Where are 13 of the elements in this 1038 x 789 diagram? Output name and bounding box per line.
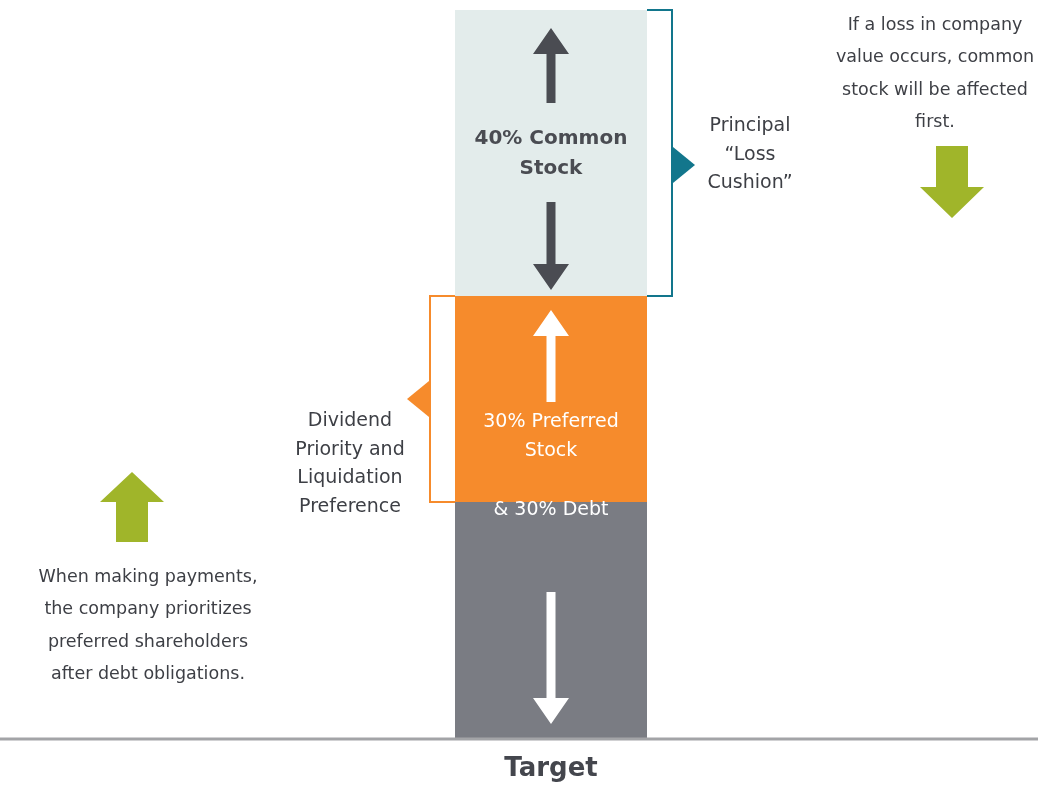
bracket-arrow: [407, 295, 456, 503]
note-text: If a loss in company value occurs, common stock will be affected first.: [835, 13, 1035, 134]
band-label: 40% Common Stock: [473, 124, 629, 181]
note-text: When making payments, the company prioritizes preferred shareholders after debt obligations.: [38, 565, 258, 686]
common-stock-band: [455, 10, 647, 296]
preferred-stock-band: [455, 296, 647, 502]
band-label: & 30% Debt: [492, 496, 610, 521]
caption: Target: [504, 752, 598, 782]
callout-text: Principal “Loss Cushion”: [706, 112, 794, 194]
callout-text: Dividend Priority and Liquidation Preference: [294, 407, 406, 518]
bracket-arrow: [646, 9, 695, 297]
band-label: 30% Preferred Stock: [482, 408, 620, 462]
debt-band: [455, 502, 647, 738]
